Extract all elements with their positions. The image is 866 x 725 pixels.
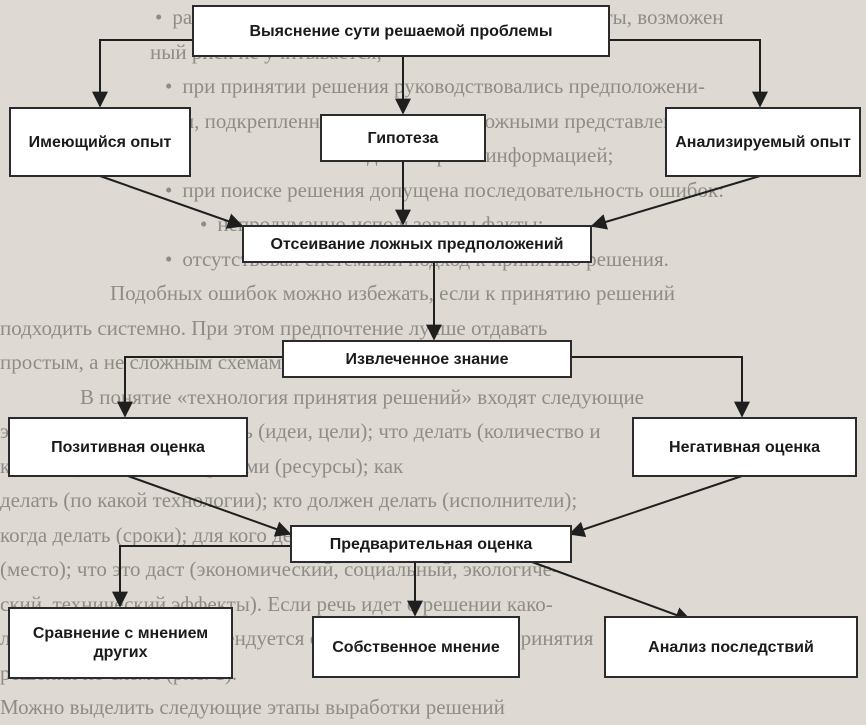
edge-extracted-to-negative (572, 356, 750, 418)
background-text-line: простым, а не сложным схемам. (0, 350, 288, 374)
edge-problem-to-analyzed-experience (610, 39, 768, 108)
background-text-line: делать (по какой технологии); кто должен… (0, 488, 578, 512)
node-preliminary-assessment: Предварительная оценка (290, 525, 572, 563)
background-text-line: Подобных ошибок можно избежать, если к п… (110, 281, 675, 305)
node-false-assumptions: Отсеивание ложных предположений (242, 225, 592, 263)
edge-positive-to-preliminary (127, 475, 292, 537)
node-analyzed-experience: Анализируемый опыт (665, 107, 861, 177)
background-text-line: подходить системно. При этом предпочтени… (0, 315, 548, 340)
node-hypothesis: Гипотеза (320, 114, 486, 162)
edge-problem-to-existing-experience (92, 39, 192, 108)
node-problem-essence: Выяснение сути решаемой проблемы (192, 5, 610, 57)
edge-extracted-to-positive (117, 356, 282, 418)
flowchart (92, 39, 768, 623)
node-negative-assessment: Негативная оценка (632, 417, 857, 477)
node-positive-assessment: Позитивная оценка (8, 417, 248, 477)
edge-negative-to-preliminary (568, 475, 743, 537)
node-existing-experience: Имеющийся опыт (9, 107, 191, 177)
background-text-line: при принятии решения руководствовались п… (0, 69, 866, 104)
background-text-line: Можно выделить следующие этапы выработки… (0, 695, 505, 719)
node-own-opinion: Собственное мнение (312, 616, 520, 678)
edge-existing-experience-to-false (99, 175, 244, 229)
edge-preliminary-to-consequences (531, 561, 692, 623)
node-consequence-analysis: Анализ последствий (604, 616, 858, 678)
background-text-line: В понятие «технология принятия решений» … (80, 384, 645, 409)
node-extracted-knowledge: Извлеченное знание (282, 340, 572, 378)
edge-analyzed-experience-to-false (590, 175, 761, 230)
node-compare-others: Сравнение с мнением других (8, 607, 233, 679)
background-text-line: при поиске решения допущена последовател… (0, 173, 866, 208)
edge-preliminary-to-compare (112, 545, 300, 608)
